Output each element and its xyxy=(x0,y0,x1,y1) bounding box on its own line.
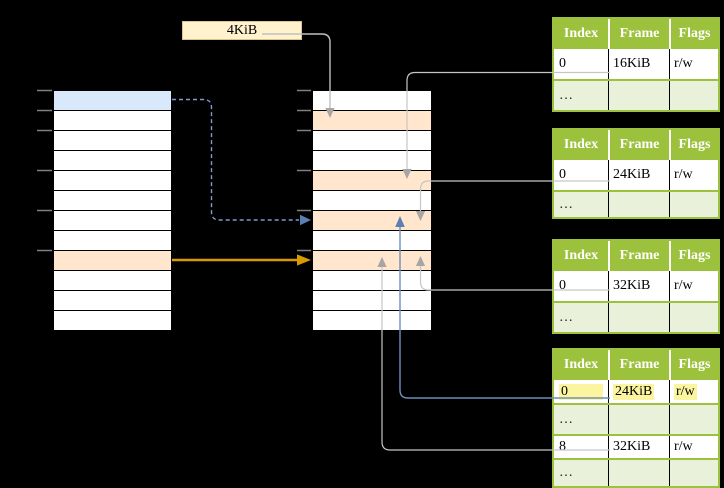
table-cell xyxy=(608,192,669,217)
memory-slot-white xyxy=(54,311,171,330)
memory-slot-orange xyxy=(54,251,171,271)
table-cell: r/w xyxy=(669,436,718,458)
memory-slot-orange xyxy=(313,111,431,131)
page-table-1: Index Frame Flags 0 16KiB r/w … xyxy=(552,17,720,112)
memory-slot-white xyxy=(313,151,431,171)
memory-slot-white xyxy=(313,91,431,111)
table-header-cell: Index xyxy=(563,26,599,41)
memory-slot-white xyxy=(54,231,171,251)
table-cell: … xyxy=(559,309,573,325)
table-header-cell: Index xyxy=(563,248,599,263)
table-cell: 24KiB xyxy=(608,160,669,190)
table-row: 0 32KiB r/w xyxy=(554,271,718,301)
table-header-cell: Frame xyxy=(608,19,669,49)
table-header-cell: Index xyxy=(563,137,599,152)
table-cell: … xyxy=(559,411,573,427)
table-cell: r/w xyxy=(669,160,718,190)
table-cell: 0 xyxy=(559,278,566,293)
memory-slot-white xyxy=(54,151,171,171)
table-cell xyxy=(669,192,718,217)
table-header-row: Index Frame Flags xyxy=(554,241,718,271)
table-header-cell: Index xyxy=(563,357,599,372)
table-cell xyxy=(608,81,669,110)
virtual-memory-column xyxy=(53,90,172,331)
table-cell: … xyxy=(559,196,573,212)
memory-slot-white xyxy=(54,171,171,191)
physical-memory-column xyxy=(312,90,432,331)
table-row: 0 16KiB r/w xyxy=(554,49,718,79)
table-row: … xyxy=(554,458,718,486)
memory-slot-white xyxy=(54,291,171,311)
table-cell: 0 xyxy=(559,56,566,71)
table-cell: 16KiB xyxy=(608,49,669,79)
memory-slot-orange xyxy=(313,211,431,231)
table-header-row: Index Frame Flags xyxy=(554,130,718,160)
table-cell xyxy=(669,405,718,434)
memory-slot-blue xyxy=(54,91,171,111)
memory-slot-white xyxy=(54,211,171,231)
table-cell: 32KiB xyxy=(608,436,669,458)
table-cell: 0 xyxy=(554,380,608,403)
table-row-highlighted: 0 24KiB r/w xyxy=(554,380,718,403)
table-cell: 8 xyxy=(559,439,566,454)
memory-slot-white xyxy=(313,311,431,330)
table-cell: 32KiB xyxy=(608,271,669,301)
page-table-2: Index Frame Flags 0 24KiB r/w … xyxy=(552,128,720,219)
table-cell: r/w xyxy=(669,271,718,301)
memory-slot-white xyxy=(313,191,431,211)
memory-slot-white xyxy=(313,291,431,311)
table-row: 0 24KiB r/w xyxy=(554,160,718,190)
table-cell xyxy=(669,81,718,110)
table-cell xyxy=(669,303,718,332)
highlighted-value: 0 xyxy=(559,383,603,400)
highlighted-value: r/w xyxy=(674,383,697,400)
table-header-cell: Flags xyxy=(669,130,718,160)
memory-slot-white xyxy=(313,131,431,151)
table-cell xyxy=(608,405,669,434)
table-cell: … xyxy=(559,87,573,103)
table-header-row: Index Frame Flags xyxy=(554,350,718,380)
table-cell xyxy=(669,460,718,486)
memory-slot-white xyxy=(313,231,431,251)
table-row: … xyxy=(554,190,718,217)
table-row: … xyxy=(554,403,718,434)
table-cell: 0 xyxy=(559,167,566,182)
table-cell: r/w xyxy=(669,49,718,79)
table-row: … xyxy=(554,79,718,110)
table-cell: r/w xyxy=(669,380,718,403)
table-cell xyxy=(608,460,669,486)
memory-slot-orange xyxy=(313,251,431,271)
table-row: 8 32KiB r/w xyxy=(554,434,718,458)
memory-slot-white xyxy=(313,271,431,291)
table-cell xyxy=(608,303,669,332)
page-table-3: Index Frame Flags 0 32KiB r/w … xyxy=(552,239,720,334)
table-header-cell: Frame xyxy=(608,350,669,380)
page-table-4: Index Frame Flags 0 24KiB r/w … 8 32KiB … xyxy=(552,348,720,488)
table-header-row: Index Frame Flags xyxy=(554,19,718,49)
page-size-label: 4KiB xyxy=(226,22,258,38)
arrow-virtual-to-frame-dashed xyxy=(172,98,311,226)
arrow-virtual-to-frame-orange xyxy=(172,254,311,266)
table-header-cell: Frame xyxy=(608,241,669,271)
table-cell: 24KiB xyxy=(608,380,669,403)
highlighted-value: 24KiB xyxy=(613,383,655,400)
table-header-cell: Flags xyxy=(669,19,718,49)
memory-slot-white xyxy=(54,131,171,151)
page-size-label-box: 4KiB xyxy=(182,21,302,40)
memory-slot-white xyxy=(54,191,171,211)
table-header-cell: Frame xyxy=(608,130,669,160)
table-header-cell: Flags xyxy=(669,350,718,380)
table-header-cell: Flags xyxy=(669,241,718,271)
table-cell: … xyxy=(559,465,573,480)
table-row: … xyxy=(554,301,718,332)
memory-slot-white xyxy=(54,271,171,291)
memory-slot-orange xyxy=(313,171,431,191)
memory-slot-white xyxy=(54,111,171,131)
